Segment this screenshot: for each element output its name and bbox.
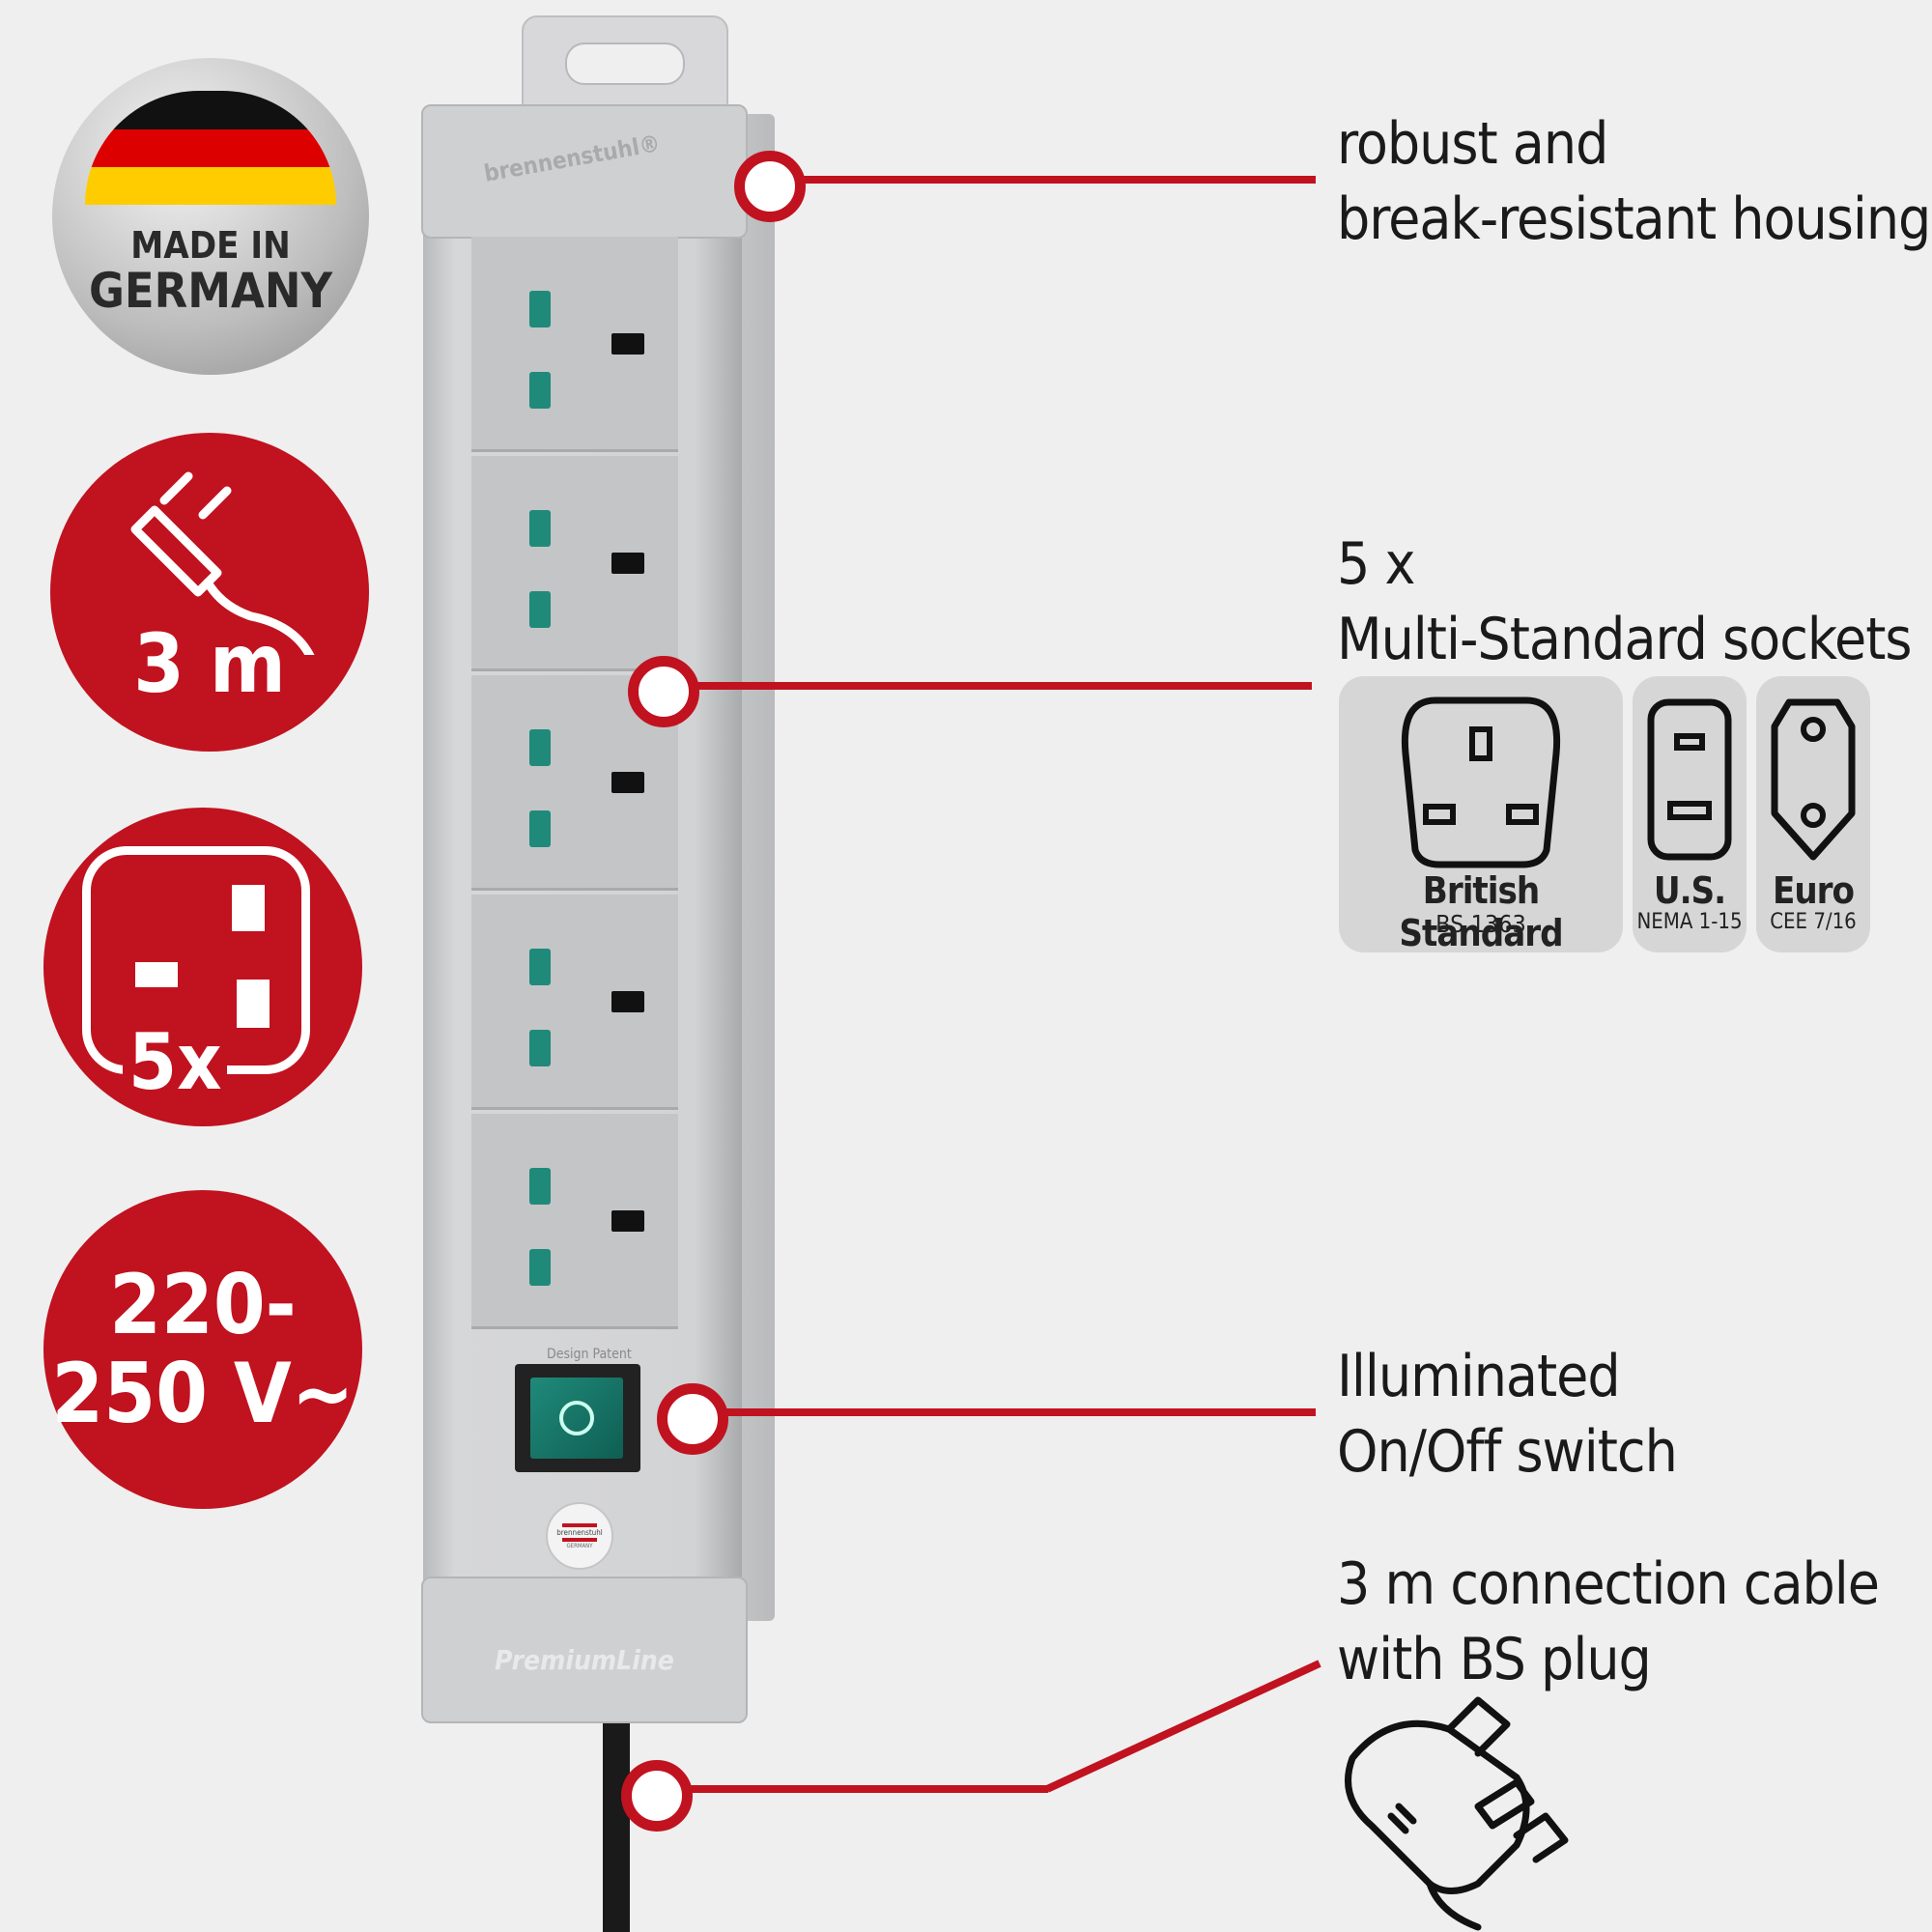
cable-length-badge: 3 m <box>50 433 369 752</box>
feature-housing-line2: break-resistant housing <box>1337 185 1931 253</box>
feature-housing-line1: robust and <box>1337 110 1608 178</box>
socket-4 <box>471 895 678 1110</box>
power-strip: brennenstuhl® Design Patent brennenstuhl… <box>0 0 792 1932</box>
bottom-cap <box>421 1577 748 1723</box>
standard-name-us: U.S. <box>1653 869 1726 912</box>
voltage-badge: 220- 250 V~ <box>43 1190 362 1509</box>
feature-switch: Illuminated On/Off switch <box>1337 1339 1678 1490</box>
callout-dot-cable <box>621 1760 693 1832</box>
callout-line-sockets <box>686 682 1312 690</box>
socket-count-badge: 5x <box>43 808 362 1126</box>
us-socket-icon <box>1647 698 1732 861</box>
power-icon <box>530 1378 623 1459</box>
top-cap <box>421 104 748 239</box>
standard-card-us: U.S. NEMA 1-15 <box>1633 676 1747 952</box>
feature-cable-line2: with BS plug <box>1337 1626 1652 1693</box>
brand-logo-disc: brennenstuhl GERMANY <box>546 1502 613 1570</box>
logo-sub-text: GERMANY <box>566 1543 593 1549</box>
socket-2 <box>471 456 678 671</box>
callout-dot-sockets <box>628 656 699 727</box>
product-line-name: PremiumLine <box>495 1644 674 1676</box>
cable-length-text: 3 m <box>133 616 286 711</box>
callout-dot-switch <box>657 1383 728 1455</box>
feature-housing: robust and break-resistant housing <box>1337 106 1931 257</box>
bs-plug-icon <box>1345 1696 1569 1931</box>
standard-name-euro: Euro <box>1772 869 1855 912</box>
callout-line-cable-diagonal <box>1045 1660 1321 1793</box>
standard-code-euro: CEE 7/16 <box>1770 910 1857 934</box>
standard-card-british: British Standard BS 1363 <box>1339 676 1623 954</box>
standard-name-british: British Standard <box>1399 869 1563 954</box>
standard-code-us: NEMA 1-15 <box>1636 910 1743 934</box>
feature-cable: 3 m connection cable with BS plug <box>1337 1547 1880 1697</box>
made-in-text: MADE IN <box>130 224 291 267</box>
feature-switch-line1: Illuminated <box>1337 1343 1621 1410</box>
power-cable <box>603 1710 630 1932</box>
voltage-line2: 250 V~ <box>51 1346 355 1442</box>
plug-cable-icon <box>130 471 315 655</box>
germany-text: GERMANY <box>88 263 333 319</box>
made-in-germany-badge: MADE IN GERMANY <box>52 58 369 375</box>
socket-count-text: 5x <box>123 1022 228 1103</box>
logo-text: brennenstuhl <box>556 1528 603 1537</box>
callout-line-housing <box>792 176 1316 184</box>
feature-sockets-line2: Multi-Standard sockets <box>1337 606 1912 673</box>
standard-card-euro: Euro CEE 7/16 <box>1756 676 1870 952</box>
feature-switch-line2: On/Off switch <box>1337 1418 1678 1486</box>
standard-code-british: BS 1363 <box>1435 910 1526 938</box>
feature-sockets-line1: 5 x <box>1337 530 1415 598</box>
callout-line-switch <box>710 1408 1316 1416</box>
socket-5 <box>471 1114 678 1329</box>
socket-1 <box>471 237 678 452</box>
callout-dot-housing <box>734 151 806 222</box>
euro-socket-icon <box>1771 698 1856 861</box>
british-socket-icon <box>1401 696 1561 868</box>
switch-label: Design Patent <box>547 1347 632 1362</box>
on-off-switch[interactable] <box>515 1364 640 1472</box>
feature-sockets: 5 x Multi-Standard sockets <box>1337 526 1912 677</box>
voltage-line1: 220- <box>109 1257 297 1353</box>
feature-cable-line1: 3 m connection cable <box>1337 1550 1880 1618</box>
callout-line-cable <box>676 1785 1048 1793</box>
